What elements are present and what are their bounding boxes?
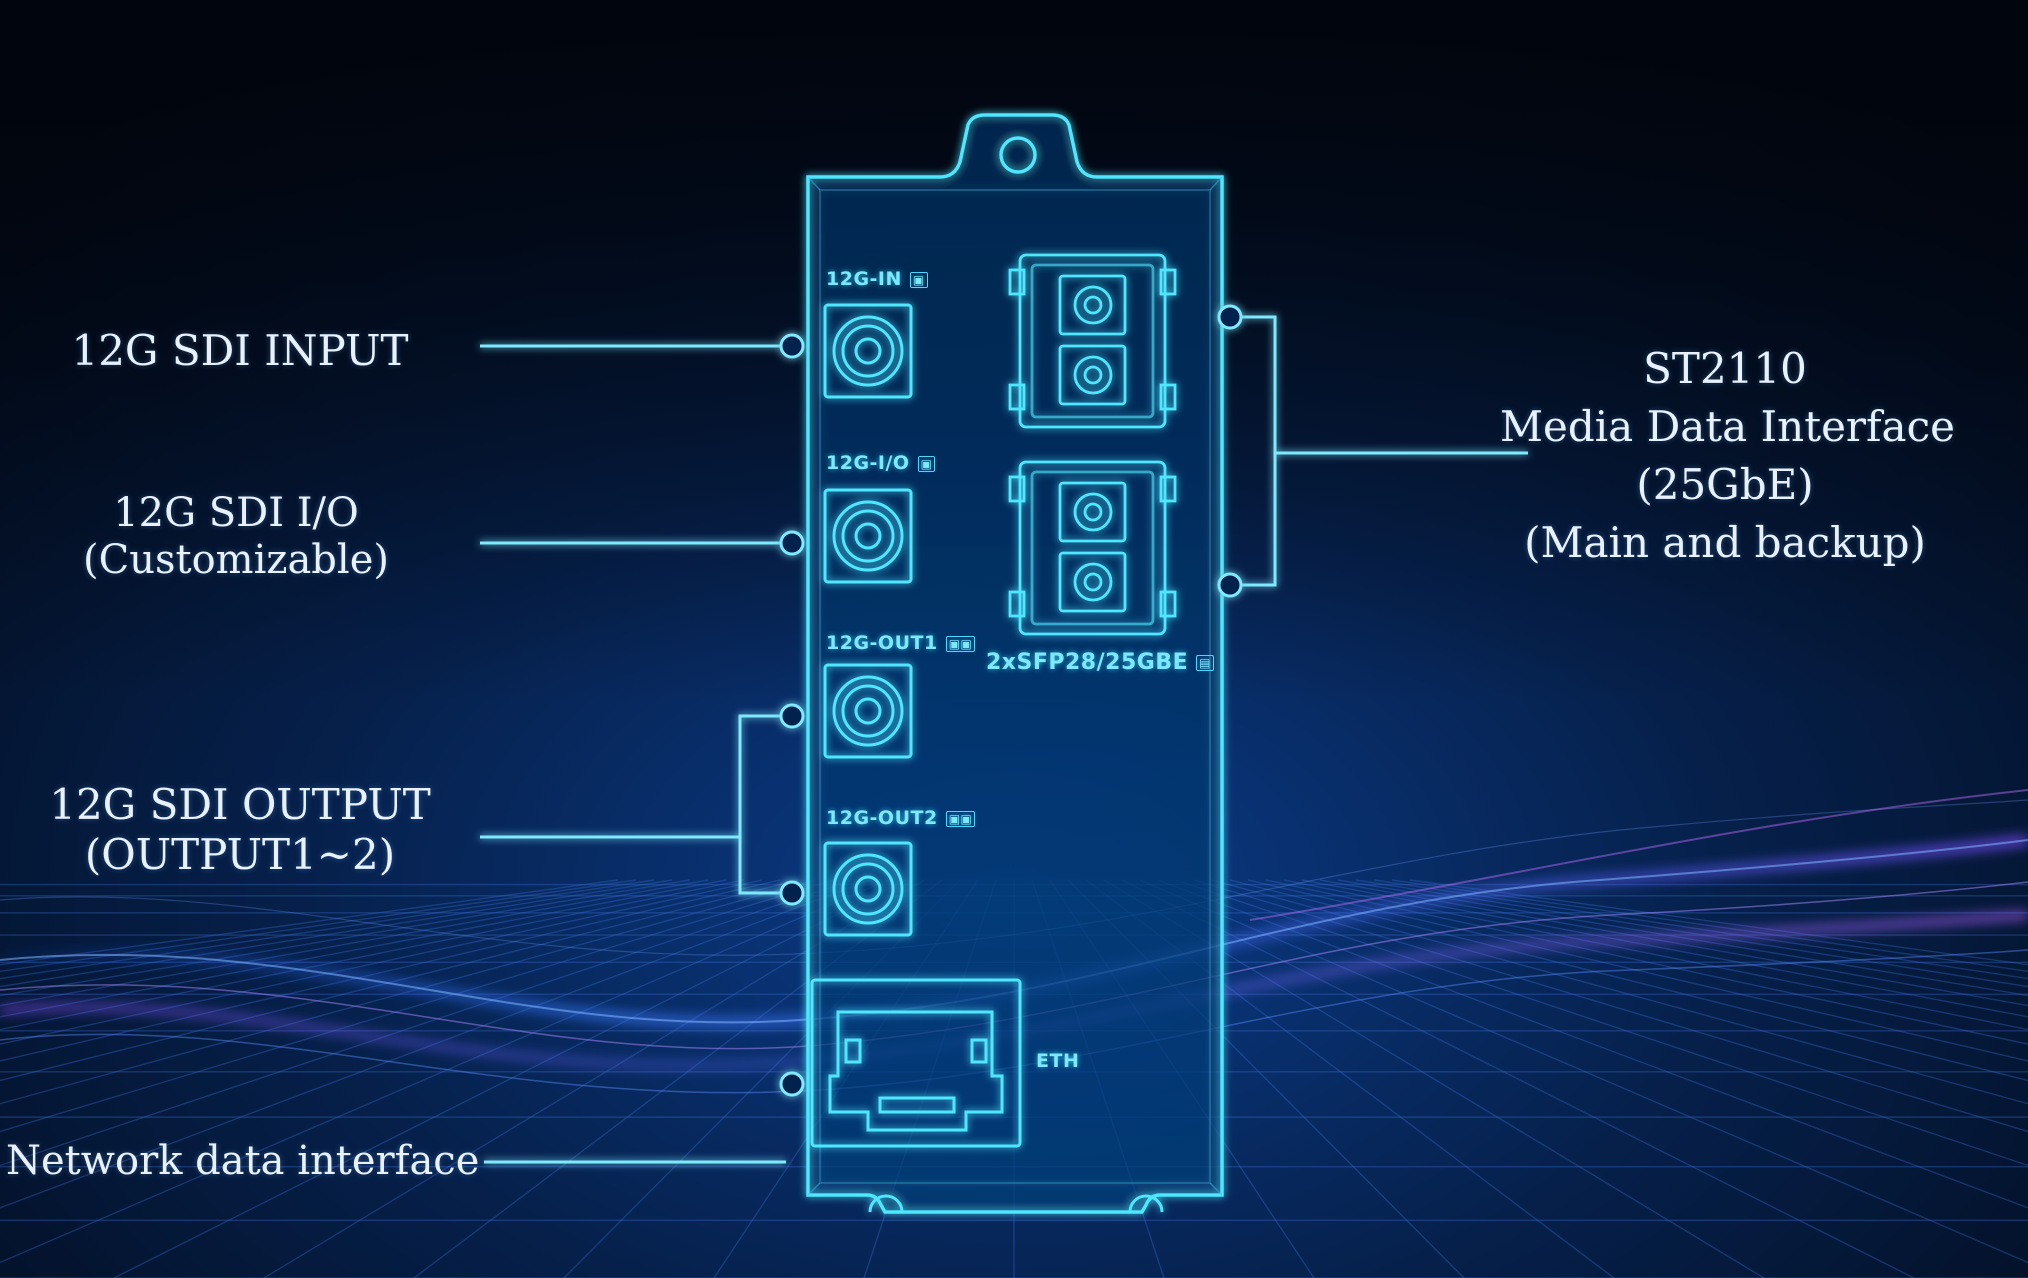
port-label-eth-text: ETH	[1036, 1050, 1080, 1072]
sfp-cage-top	[1008, 253, 1177, 429]
port-icon-in: ▣	[909, 271, 928, 288]
port-label-eth: ETH	[1036, 1050, 1079, 1072]
port-label-sfp: 2xSFP28/25GBE ▤	[986, 650, 1214, 675]
grid-line-vertical	[1283, 879, 2028, 1031]
mount-hole	[999, 136, 1037, 174]
grid-line-vertical	[1193, 879, 2028, 1133]
port-icon-io: ▣	[917, 455, 936, 472]
bnc-connector-in	[823, 303, 913, 399]
grid-line-vertical	[0, 879, 637, 973]
callout-st2110-line2: Media Data Interface	[1500, 401, 1955, 451]
callout-sdi-io: 12G SDI I/O (Customizable)	[36, 490, 436, 584]
grid-line-vertical	[0, 879, 709, 1007]
callout-sdi-io-subtitle: (Customizable)	[83, 537, 389, 584]
callout-sdi-output-title: 12G SDI OUTPUT	[49, 780, 431, 829]
callout-dots	[779, 304, 1243, 1097]
callout-sdi-input: 12G SDI INPUT	[40, 326, 440, 376]
bracket-st2110	[1242, 315, 1277, 587]
grid-line-vertical	[0, 879, 853, 1167]
grid-line-vertical	[0, 879, 781, 1062]
grid-line-vertical	[1391, 879, 2028, 973]
bottom-notch-right	[1128, 1194, 1164, 1213]
port-icon-out1: ▣▣	[945, 635, 976, 652]
callout-network-title: Network data interface	[6, 1138, 480, 1184]
port-icon-out2: ▣▣	[945, 810, 976, 827]
port-label-in-text: 12G-IN	[826, 268, 902, 290]
bnc-connector-out1	[823, 663, 913, 759]
grid-line-vertical	[0, 879, 673, 988]
grid-line-vertical	[1337, 879, 2028, 997]
port-label-in: 12G-IN ▣	[826, 268, 928, 290]
grid-line-vertical	[1355, 879, 2028, 988]
bottom-notch-left	[868, 1194, 904, 1213]
callout-st2110: ST2110 Media Data Interface (25GbE) (Mai…	[1500, 340, 1955, 572]
callout-lines	[480, 315, 1528, 1164]
callout-sdi-output: 12G SDI OUTPUT (OUTPUT1~2)	[20, 780, 460, 879]
grid-line-vertical	[1301, 879, 2028, 1018]
callout-st2110-line3: (25GbE)	[1636, 459, 1814, 509]
grid-line-vertical	[1409, 879, 2028, 966]
sfp-cage-bottom	[1008, 460, 1177, 636]
port-label-out1-text: 12G-OUT1	[826, 632, 938, 654]
grid-line-vertical	[0, 879, 655, 980]
grid-line-vertical	[1175, 879, 2028, 1167]
callout-sdi-io-title: 12G SDI I/O	[113, 490, 359, 536]
callout-sdi-output-subtitle: (OUTPUT1~2)	[84, 829, 396, 879]
grid-line-vertical	[1373, 879, 2028, 980]
grid-line-vertical	[0, 879, 835, 1133]
callout-st2110-line4: (Main and backup)	[1524, 517, 1926, 567]
grid-line-vertical	[1265, 879, 2028, 1045]
callout-network: Network data interface	[6, 1138, 480, 1185]
callout-sdi-input-title: 12G SDI INPUT	[71, 326, 409, 375]
callout-st2110-title: ST2110	[1643, 344, 1807, 393]
port-label-out2-text: 12G-OUT2	[826, 807, 938, 829]
grid-line-vertical	[1139, 879, 2028, 1264]
bnc-connectors	[823, 303, 913, 937]
grid-line-vertical	[0, 879, 691, 997]
grid-line-vertical	[0, 879, 817, 1105]
ethernet-port	[810, 978, 1022, 1148]
grid-line-vertical	[0, 879, 871, 1209]
grid-line-vertical	[0, 879, 727, 1018]
port-label-io-text: 12G-I/O	[826, 452, 910, 474]
port-label-out2: 12G-OUT2 ▣▣	[826, 807, 976, 829]
grid-line-vertical	[0, 879, 745, 1031]
grid-line-vertical	[1211, 879, 2028, 1105]
grid-line-vertical	[1157, 879, 2028, 1209]
grid-line-vertical	[0, 879, 763, 1045]
grid-line-vertical	[1319, 879, 2028, 1007]
grid-line-vertical	[1121, 879, 1915, 1278]
bracket-sdi-output	[738, 714, 780, 895]
bnc-connector-io	[823, 488, 913, 584]
grid-line-vertical	[0, 879, 799, 1082]
port-icon-sfp: ▤	[1196, 655, 1214, 671]
sfp-cages	[1008, 253, 1177, 636]
bnc-connector-out2	[823, 841, 913, 937]
grid-line-vertical	[0, 879, 889, 1264]
port-label-out1: 12G-OUT1 ▣▣	[826, 632, 976, 654]
grid-line-vertical	[113, 879, 907, 1278]
grid-line-vertical	[0, 879, 619, 966]
port-label-io: 12G-I/O ▣	[826, 452, 936, 474]
port-label-sfp-text: 2xSFP28/25GBE	[986, 650, 1189, 675]
